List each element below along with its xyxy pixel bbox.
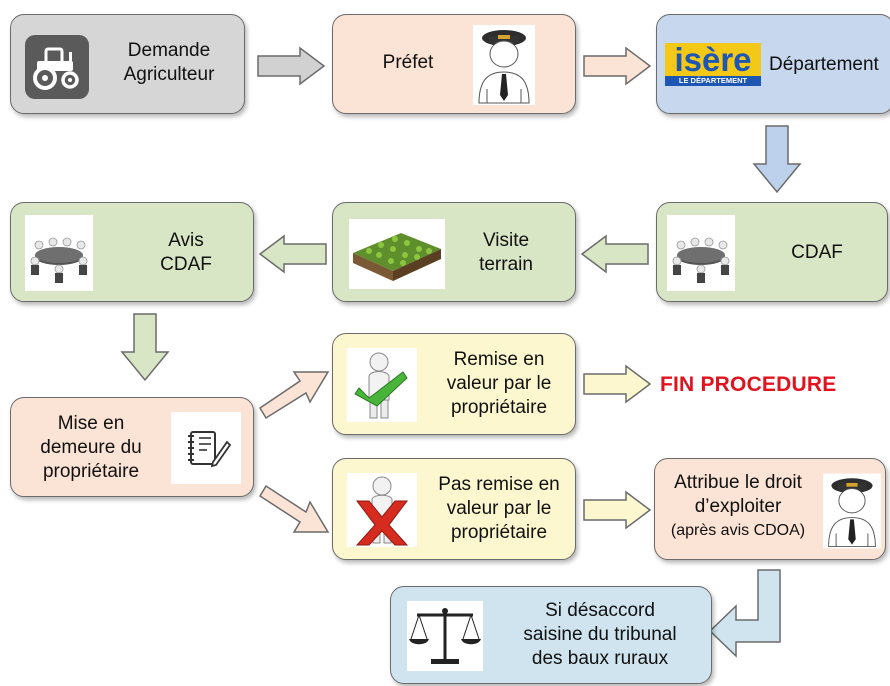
arrow-bent-down-left bbox=[708, 569, 781, 658]
si-desaccord-box: Si désaccord saisine du tribunal des bau… bbox=[390, 586, 712, 684]
remise-label-line3: propriétaire bbox=[450, 397, 548, 418]
field-terrain-icon bbox=[349, 219, 445, 289]
scales-of-justice-icon bbox=[407, 601, 483, 671]
pas-remise-label-line1: Pas remise en bbox=[438, 474, 560, 495]
visite-label-line1: Visite bbox=[482, 230, 530, 251]
x-mark-person-icon bbox=[347, 473, 417, 547]
cdaf-label: CDAF bbox=[791, 242, 843, 263]
demande-agriculteur-box: Demande Agriculteur bbox=[10, 14, 245, 114]
demande-label-line1: Demande bbox=[127, 40, 211, 61]
departement-box: isère LE DÉPARTEMENT Département bbox=[656, 14, 890, 114]
cdaf-box: CDAF bbox=[656, 202, 888, 302]
arrow-right-3 bbox=[583, 364, 652, 404]
remise-label-line1: Remise en bbox=[453, 349, 545, 370]
arrow-diagonal-up bbox=[258, 371, 330, 420]
arrow-down-1 bbox=[752, 125, 802, 194]
departement-label: Département bbox=[769, 54, 879, 75]
notepad-icon bbox=[171, 412, 241, 484]
fin-procedure-label: FIN PROCEDURE bbox=[660, 373, 837, 396]
arrow-right-2 bbox=[583, 46, 652, 86]
attribue-label-line2: d’exploiter bbox=[694, 496, 782, 517]
remise-label-line2: valeur par le bbox=[446, 373, 552, 394]
tractor-icon bbox=[25, 35, 89, 99]
attribue-droit-box: Attribue le droit d’exploiter (après avi… bbox=[654, 458, 886, 560]
avis-cdaf-box: Avis CDAF bbox=[10, 202, 254, 302]
pas-remise-label-line2: valeur par le bbox=[446, 498, 552, 519]
arrow-diagonal-down bbox=[258, 484, 330, 533]
mise-label-line3: propriétaire bbox=[42, 461, 140, 482]
checkmark-person-icon bbox=[347, 348, 417, 422]
attribue-label-line1: Attribue le droit bbox=[674, 472, 802, 493]
arrow-right-4 bbox=[583, 490, 652, 530]
avis-label-line1: Avis bbox=[168, 230, 204, 251]
isere-logo: isère LE DÉPARTEMENT bbox=[665, 43, 761, 86]
meeting-table-icon bbox=[667, 215, 735, 291]
desaccord-label-line1: Si désaccord bbox=[545, 600, 655, 621]
attribue-label-line3: (après avis CDOA) bbox=[670, 522, 806, 539]
arrow-left-1 bbox=[580, 234, 649, 274]
pas-remise-en-valeur-box: Pas remise en valeur par le propriétaire bbox=[332, 458, 576, 560]
prefet-label: Préfet bbox=[382, 52, 434, 73]
remise-en-valeur-box: Remise en valeur par le propriétaire bbox=[332, 333, 576, 435]
arrow-down-2 bbox=[120, 313, 170, 382]
desaccord-label-line3: des baux ruraux bbox=[531, 648, 669, 669]
arrow-left-2 bbox=[258, 234, 327, 274]
avis-label-line2: CDAF bbox=[160, 254, 212, 275]
desaccord-label-line2: saisine du tribunal bbox=[523, 624, 677, 645]
mise-label-line2: demeure du bbox=[40, 437, 142, 458]
prefet-box: Préfet bbox=[332, 14, 576, 114]
pas-remise-label-line3: propriétaire bbox=[450, 522, 548, 543]
police-officer-icon bbox=[823, 473, 881, 549]
arrow-right-1 bbox=[257, 46, 326, 86]
mise-en-demeure-box: Mise en demeure du propriétaire bbox=[10, 397, 254, 497]
meeting-table-icon bbox=[25, 215, 93, 291]
visite-label-line2: terrain bbox=[479, 254, 533, 275]
visite-terrain-box: Visite terrain bbox=[332, 202, 576, 302]
mise-label-line1: Mise en bbox=[57, 413, 125, 434]
demande-label-line2: Agriculteur bbox=[123, 64, 215, 85]
police-officer-icon bbox=[473, 25, 535, 105]
